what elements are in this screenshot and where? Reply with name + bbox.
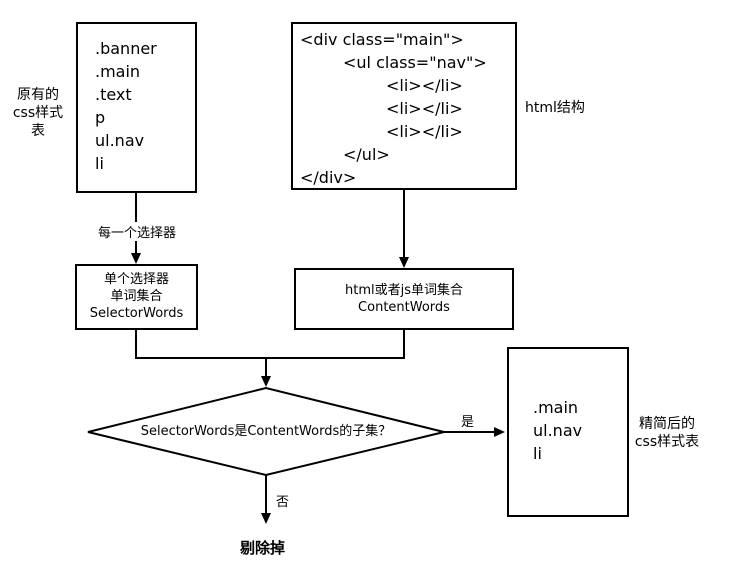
html-code-line: <ul class="nav"> (343, 53, 487, 72)
selector-words-text: 单个选择器 单词集合 SelectorWords (75, 271, 198, 322)
refined-css-box (507, 347, 629, 517)
result-selector: li (533, 444, 542, 463)
css-selector: .main (95, 62, 141, 81)
html-code-line: <div class="main"> (300, 30, 464, 49)
content-words-line: html或者js单词集合 (345, 283, 463, 298)
css-selector: li (95, 154, 104, 173)
original-css-label-line: css样式 (12, 105, 64, 121)
original-css-box (76, 22, 197, 193)
arrowhead-contentwords (399, 257, 409, 268)
content-words-box (294, 268, 514, 330)
html-code-line: </ul> (343, 145, 390, 164)
each-selector-label: 每一个选择器 (96, 222, 179, 241)
original-css-label-line: 表 (31, 123, 45, 139)
css-selector: ul.nav (95, 131, 145, 150)
decision-question: SelectorWords是ContentWords的子集？ (140, 424, 392, 439)
result-selector: .main (533, 398, 579, 417)
connector-merge (135, 330, 405, 359)
html-code-line: <li></li> (386, 122, 463, 141)
refined-css-label: 精简后的 css样式表 (628, 415, 706, 451)
refined-css-label-line: 精简后的 (639, 416, 695, 432)
selector-words-line: SelectorWords (89, 306, 184, 321)
html-code-line: </div> (300, 168, 357, 187)
html-structure-box (291, 22, 517, 190)
html-code-line: <li></li> (386, 76, 463, 95)
result-selector: ul.nav (533, 421, 583, 440)
arrowhead-decision (261, 376, 271, 387)
content-words-text: html或者js单词集合 ContentWords (294, 282, 514, 316)
selector-words-line: 单词集合 (110, 289, 163, 304)
original-css-label-line: 原有的 (17, 87, 59, 103)
decision-diamond (87, 386, 445, 477)
no-label: 否 (276, 495, 290, 510)
selector-words-line: 单个选择器 (103, 272, 169, 287)
selector-words-box (75, 264, 198, 330)
arrowhead-selectorwords (131, 253, 141, 264)
content-words-line: ContentWords (358, 300, 450, 315)
arrowhead-yes (494, 427, 505, 437)
refined-css-label-line: css样式表 (634, 434, 700, 450)
original-css-label: 原有的 css样式 表 (2, 86, 74, 140)
css-selector: .text (95, 85, 132, 104)
css-selector: .banner (95, 39, 157, 58)
remove-label: 剔除掉 (240, 539, 286, 557)
yes-label: 是 (461, 415, 475, 430)
html-code-line: <li></li> (386, 99, 463, 118)
arrowhead-no (261, 513, 271, 524)
css-selector: p (95, 108, 106, 127)
html-structure-label: html结构 (525, 100, 585, 116)
